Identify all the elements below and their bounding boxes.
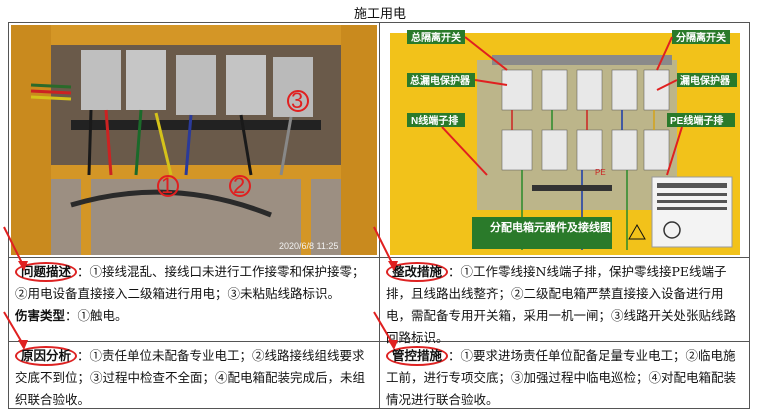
site-photo-cabinet: 1 2 3 2020/6/8 11:25 (11, 25, 377, 255)
row-divider (9, 341, 749, 342)
pe-mark: PE (595, 168, 606, 177)
photo-timestamp: 2020/6/8 11:25 (279, 241, 338, 251)
marker-1: 1 (161, 173, 173, 198)
cause-cell: 原因分析：①责任单位未配备专业电工；②线路接线组线要求交底不到位；③过程中检查不… (9, 342, 379, 408)
label-main-isolation-switch: 总隔离开关 (411, 31, 461, 44)
marker-3: 3 (291, 88, 303, 113)
row-divider (9, 257, 749, 258)
label-pe-terminal: PE线端子排 (670, 114, 723, 127)
rectify-text: ：①工作零线接N线端子排，保护零线接PE线端子排，且线路出线整齐；②二级配电箱严… (386, 264, 737, 345)
info-table: 1 2 3 2020/6/8 11:25 (8, 22, 750, 409)
page-title: 施工用电 (353, 7, 406, 22)
cause-label: 原因分析 (21, 348, 72, 363)
problem-label: 问题描述 (21, 264, 72, 279)
problem-text: ：①接线混乱、接线口未进行工作接零和保护接零；②用电设备直接接入二级箱进行用电；… (15, 264, 365, 301)
problem-label-circle: 问题描述 (15, 262, 78, 282)
control-cell: 管控措施：①要求进场责任单位配备足量专业电工；②临电施工前，进行专项交底；③加强… (380, 342, 749, 408)
distribution-box-diagram: 总隔离开关 分隔离开关 总漏电保护器 漏电保护器 N线端子排 PE线端子排 分配… (382, 25, 747, 255)
cause-label-circle: 原因分析 (15, 346, 78, 366)
diagram-caption: 分配电箱元器件及接线图 (490, 220, 611, 234)
column-divider (379, 23, 380, 408)
problem-cell: 问题描述：①接线混乱、接线口未进行工作接零和保护接零；②用电设备直接接入二级箱进… (9, 258, 379, 341)
rectify-label: 整改措施 (392, 264, 443, 279)
cause-text: ：①责任单位未配备专业电工；②线路接线组线要求交底不到位；③过程中检查不全面；④… (15, 348, 366, 407)
rectify-label-circle: 整改措施 (386, 262, 449, 282)
label-sub-isolation-switch: 分隔离开关 (676, 31, 726, 44)
label-main-leakage-protector: 总漏电保护器 (410, 74, 471, 87)
label-leakage-protector: 漏电保护器 (680, 74, 731, 87)
control-label: 管控措施 (392, 348, 443, 363)
control-label-circle: 管控措施 (386, 346, 449, 366)
arrow-icon (3, 311, 28, 350)
arrow-icon (3, 226, 28, 271)
label-n-terminal: N线端子排 (411, 114, 458, 127)
rectify-cell: 整改措施：①工作零线接N线端子排，保护零线接PE线端子排，且线路出线整齐；②二级… (380, 258, 749, 345)
control-text: ：①要求进场责任单位配备足量专业电工；②临电施工前，进行专项交底；③加强过程中临… (386, 348, 737, 407)
arrow-icon (373, 226, 398, 271)
arrow-icon (373, 311, 398, 350)
harm-text: ：①触电。 (65, 308, 128, 323)
harm-label: 伤害类型 (15, 308, 66, 323)
marker-2: 2 (233, 173, 245, 198)
